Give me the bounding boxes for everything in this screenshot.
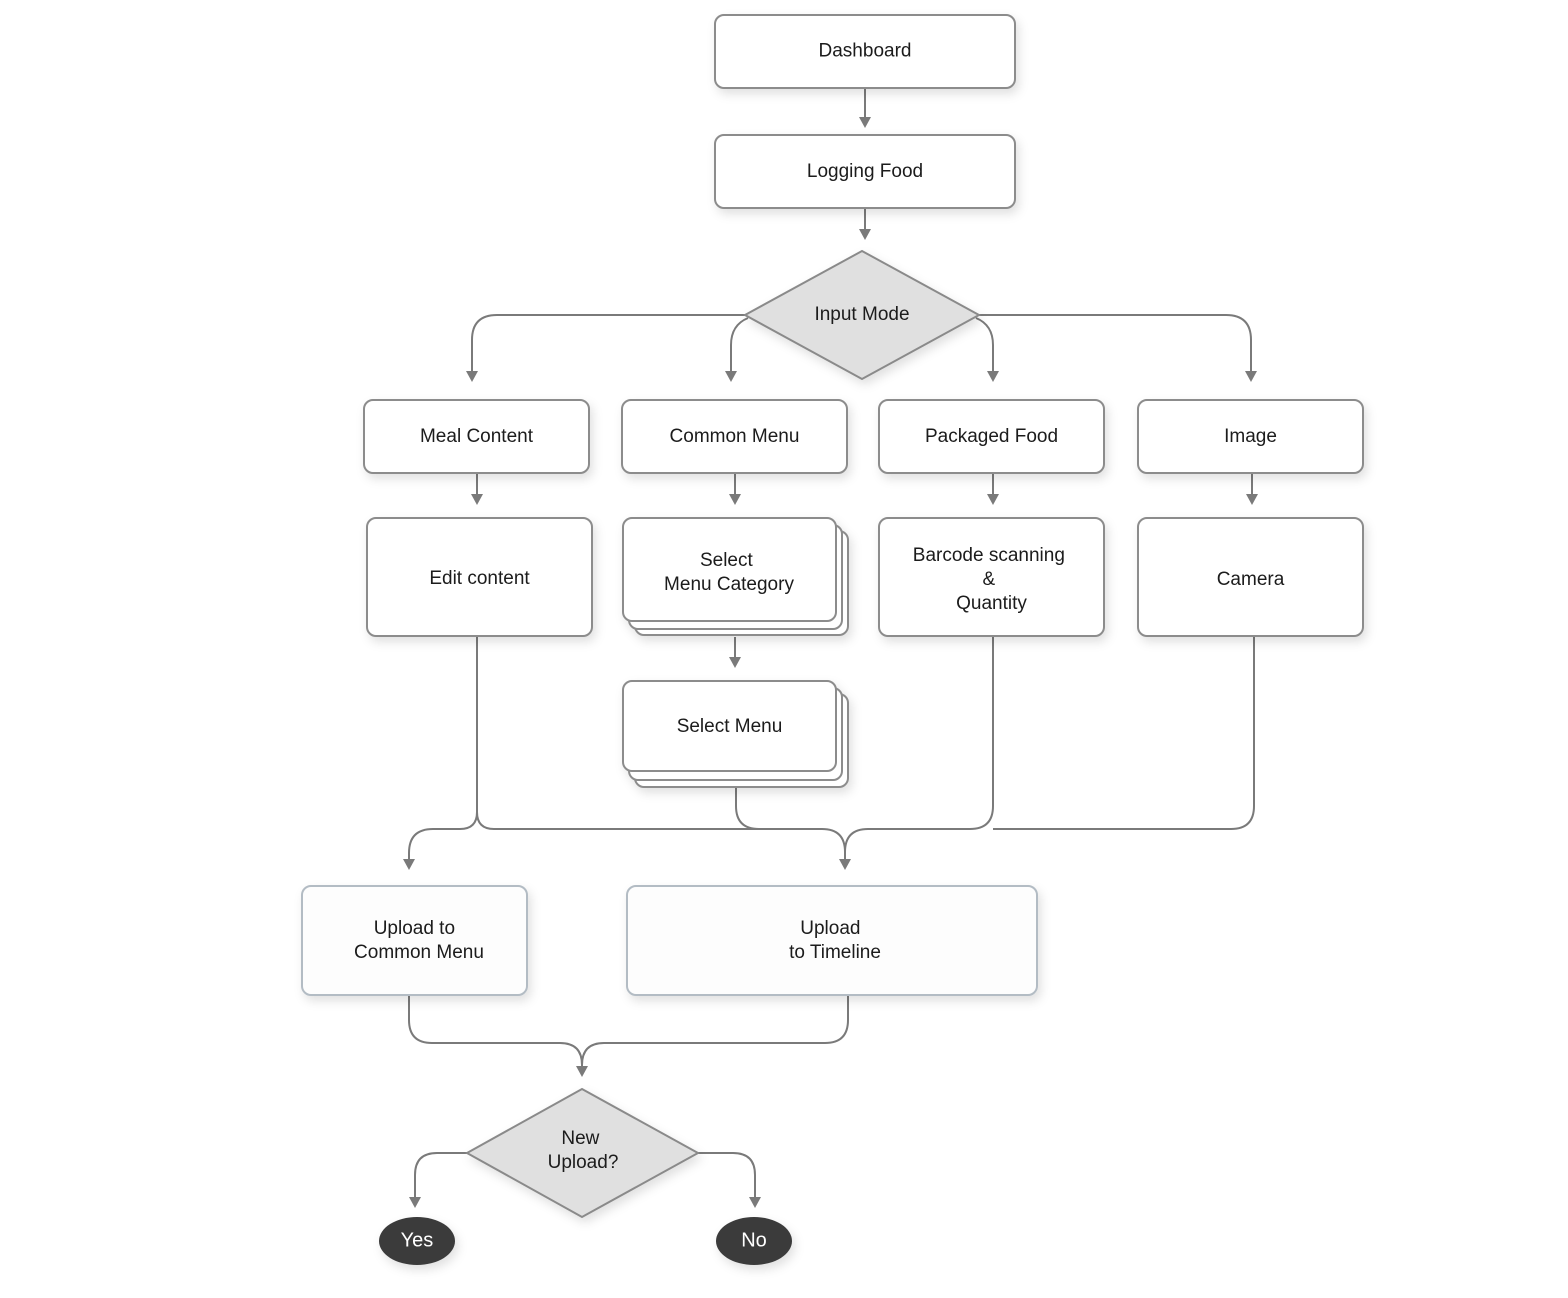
node-box — [301, 885, 528, 996]
node-logging-food: Logging Food — [714, 134, 1016, 209]
node-box — [878, 399, 1105, 474]
node-box — [366, 517, 593, 637]
node-meal-content: Meal Content — [363, 399, 590, 474]
label-line: Upload to — [374, 918, 455, 939]
node-box — [714, 14, 1016, 89]
node-box — [1137, 399, 1364, 474]
node-select-menu-category: Select Menu Category — [622, 517, 849, 636]
node-dashboard: Dashboard — [714, 14, 1016, 89]
label-line: Barcode scanning — [913, 545, 1065, 566]
arrowhead — [1245, 371, 1257, 382]
connector-edit-upload-common-menu — [408, 637, 478, 861]
node-label: Edit content — [429, 568, 530, 589]
connector-camera-merge — [993, 637, 1255, 830]
node-box — [1137, 517, 1364, 637]
connector-barcode-merge — [844, 637, 994, 853]
node-packaged-food: Packaged Food — [878, 399, 1105, 474]
connectors — [403, 88, 1258, 1208]
label-line: Common Menu — [354, 942, 484, 963]
node-label: Barcode scanning & Quantity — [913, 545, 1070, 614]
decision-label: New Upload? — [548, 1128, 619, 1173]
label-line: Select — [700, 550, 754, 571]
node-label: Dashboard — [819, 41, 912, 62]
connector-upload-common-menu-decision — [408, 996, 583, 1068]
label-line: Quantity — [956, 593, 1027, 614]
node-edit-content: Edit content — [366, 517, 593, 637]
arrowhead — [409, 1197, 421, 1208]
connector-input-mode-packaged-food — [975, 317, 994, 373]
node-box — [622, 517, 837, 622]
label-line: Upload — [800, 918, 860, 939]
node-label: Image — [1224, 426, 1277, 447]
arrowhead — [576, 1066, 588, 1077]
connector-edit-upload-timeline — [476, 811, 846, 861]
arrowhead — [987, 494, 999, 505]
arrowhead — [839, 859, 851, 870]
node-label: Select Menu Category — [664, 550, 794, 595]
terminal-no: No — [716, 1217, 792, 1265]
arrowhead — [466, 371, 478, 382]
node-barcode-scanning: Barcode scanning & Quantity — [878, 517, 1105, 637]
terminal-yes: Yes — [379, 1217, 455, 1265]
arrowhead — [725, 371, 737, 382]
node-label: Upload to Common Menu — [354, 918, 484, 963]
arrowhead — [729, 494, 741, 505]
node-label: Meal Content — [420, 426, 534, 447]
decision-label: Input Mode — [814, 304, 909, 325]
label-line: Menu Category — [664, 574, 794, 595]
decision-input-mode: Input Mode — [742, 249, 982, 381]
terminal-label: No — [741, 1229, 767, 1251]
decision-diamond — [464, 1087, 701, 1219]
arrowhead — [729, 657, 741, 668]
node-label: Logging Food — [807, 161, 923, 182]
label-line: to Timeline — [789, 942, 881, 963]
node-box — [878, 517, 1105, 637]
connector-select-menu-merge — [735, 788, 760, 830]
node-box — [622, 680, 837, 772]
arrowhead — [749, 1197, 761, 1208]
label-line: New — [561, 1128, 599, 1149]
connector-decision-yes — [414, 1152, 467, 1199]
node-label: Select Menu — [677, 716, 783, 737]
arrowhead — [403, 859, 415, 870]
node-upload-common-menu: Upload to Common Menu — [301, 885, 528, 996]
connector-upload-timeline-decision — [581, 996, 849, 1066]
node-label: Common Menu — [670, 426, 800, 447]
node-box — [714, 134, 1016, 209]
arrowhead — [859, 117, 871, 128]
connector-input-mode-common-menu — [730, 317, 749, 373]
node-label: Packaged Food — [925, 426, 1058, 447]
arrowhead — [859, 229, 871, 240]
label-line: & — [983, 569, 996, 590]
node-select-menu: Select Menu — [622, 680, 849, 788]
terminal-ellipse — [379, 1217, 455, 1265]
arrowhead — [1246, 494, 1258, 505]
arrowhead — [987, 371, 999, 382]
arrowhead — [471, 494, 483, 505]
label-line: Upload? — [548, 1152, 619, 1173]
decision-new-upload: New Upload? — [464, 1087, 701, 1219]
node-box — [621, 399, 848, 474]
node-box — [626, 885, 1038, 996]
node-image: Image — [1137, 399, 1364, 474]
node-box — [363, 399, 590, 474]
connector-input-mode-image — [979, 314, 1252, 373]
connector-decision-no — [698, 1152, 756, 1199]
node-label: Camera — [1217, 569, 1285, 590]
terminal-label: Yes — [401, 1229, 434, 1251]
node-common-menu: Common Menu — [621, 399, 848, 474]
node-label: Upload to Timeline — [789, 918, 881, 963]
decision-diamond — [742, 249, 982, 381]
terminal-ellipse — [716, 1217, 792, 1265]
node-camera: Camera — [1137, 517, 1364, 637]
connector-input-mode-meal-content — [471, 314, 745, 373]
node-upload-timeline: Upload to Timeline — [626, 885, 1038, 996]
